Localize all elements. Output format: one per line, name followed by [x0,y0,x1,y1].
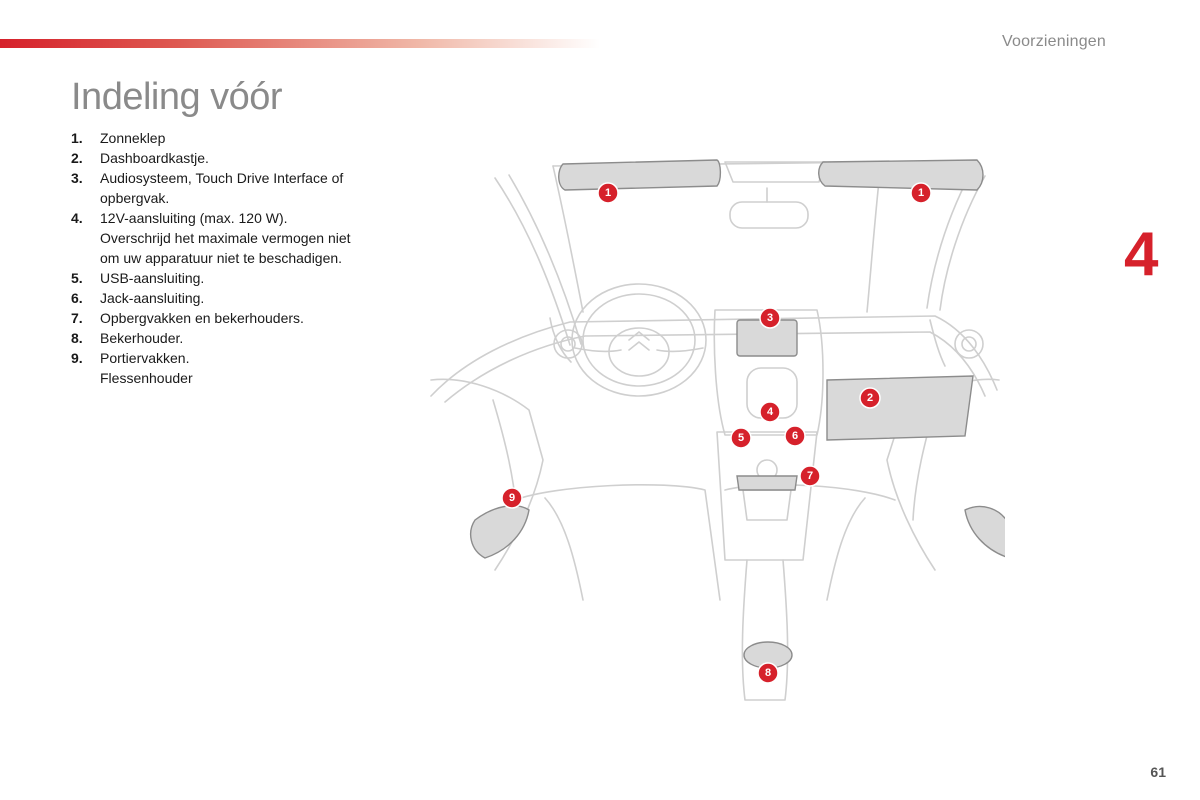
item-text: Zonneklep [100,130,166,146]
dashboard [430,309,998,436]
item-text: Jack-aansluiting. [100,290,205,306]
section-title: Voorzieningen [1001,33,1106,50]
callout-marker: 7 [799,465,821,487]
svg-text:6: 6 [792,430,798,442]
item-text: Bekerhouder. [100,330,184,346]
seats [514,483,896,601]
chapter-number: 4 [1124,220,1159,289]
callouts: 1 1 3 2 4 5 6 7 9 9 8 [501,182,932,684]
svg-text:2: 2 [867,392,873,404]
list-item: 7. Opbergvakken en bekerhouders. [71,308,401,328]
door-pocket-left [469,504,530,559]
storage-console [736,475,798,491]
item-text: Dashboardkastje. [100,150,209,166]
car-interior-diagram: 1 1 3 2 4 5 6 7 9 9 8 [430,159,1005,701]
item-number: 4. [71,210,83,226]
item-number: 5. [71,270,83,286]
svg-text:7: 7 [807,470,813,482]
list-item: 8. Bekerhouder. [71,328,401,348]
item-number: 2. [71,150,83,166]
page-title: Indeling vóór [71,76,283,118]
callout-marker: 4 [759,401,781,423]
svg-text:9: 9 [509,492,515,504]
callout-marker: 1 [597,182,619,204]
item-number: 7. [71,310,83,326]
list-item: 6. Jack-aansluiting. [71,288,401,308]
callout-marker: 8 [757,662,779,684]
sun-visor-right [818,159,984,191]
item-list: 1. Zonneklep 2. Dashboardkastje. 3. Audiosy… [71,128,401,388]
item-number: 3. [71,170,83,186]
page-number: 61 [1150,764,1166,780]
item-text: Audiosysteem, Touch Drive Interface of o… [100,170,344,206]
item-number: 1. [71,130,83,146]
callout-marker: 6 [784,425,806,447]
list-item: 3. Audiosysteem, Touch Drive Interface of… [71,168,401,208]
sun-visor-left [558,159,722,191]
svg-text:1: 1 [918,187,924,199]
list-item: 5. USB-aansluiting. [71,268,401,288]
item-text: Opbergvakken en bekerhouders. [100,310,304,326]
svg-text:1: 1 [605,187,611,199]
list-item: 9. Portiervakken. Flessenhouder [71,348,401,388]
svg-text:8: 8 [765,667,771,679]
svg-text:4: 4 [767,406,774,418]
item-number: 9. [71,350,83,366]
item-number: 8. [71,330,83,346]
item-text: Portiervakken. Flessenhouder [100,350,193,386]
svg-text:3: 3 [767,312,773,324]
windscreen-fittings [724,161,826,229]
item-text: 12V-aansluiting (max. 120 W). Overschrij… [100,210,351,266]
item-number: 6. [71,290,83,306]
storage-areas [469,159,1005,669]
callout-marker: 2 [859,387,881,409]
steering-wheel [571,283,707,397]
callout-marker: 5 [730,427,752,449]
item-text: USB-aansluiting. [100,270,205,286]
list-item: 4. 12V-aansluiting (max. 120 W). Overschr… [71,208,401,268]
header-accent-bar [0,39,600,48]
list-item: 1. Zonneklep [71,128,401,148]
callout-marker: 3 [759,307,781,329]
callout-marker: 9 [501,487,523,509]
list-item: 2. Dashboardkastje. [71,148,401,168]
callout-marker: 1 [910,182,932,204]
svg-text:5: 5 [738,432,744,444]
glovebox [826,375,974,441]
door-pocket-right [964,505,1005,558]
